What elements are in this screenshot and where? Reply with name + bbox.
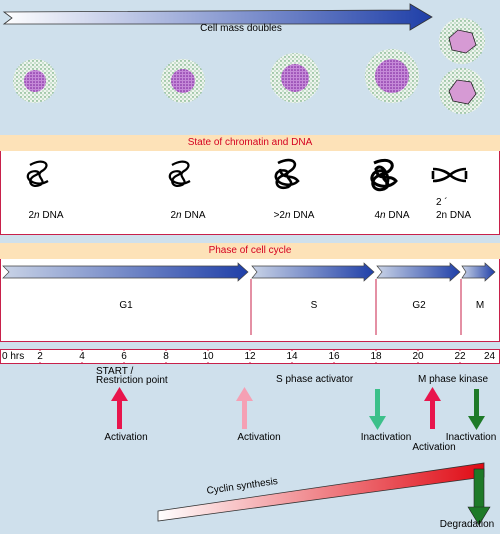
tick-22: 22 <box>454 351 466 362</box>
phase-arrow-m <box>461 262 496 282</box>
chromatin-title: State of chromatin and DNA <box>0 135 500 151</box>
dna-label-4: 4n DNA <box>374 210 410 221</box>
chromatin-graphics <box>26 158 468 192</box>
s-phase-activator-label: S phase activator <box>276 374 354 385</box>
tick-8: 8 <box>163 351 169 362</box>
activation-arrow-m <box>424 387 441 429</box>
cell-mass-graphic <box>2 3 485 114</box>
chromatin-scribble-2 <box>168 160 191 187</box>
chromatin-scribble-1 <box>26 160 49 187</box>
activation-arrow-s <box>236 387 253 429</box>
tick-10: 10 <box>202 351 214 362</box>
cell-4 <box>365 49 419 103</box>
phase-label-g1: G1 <box>119 300 133 311</box>
cell-2 <box>161 59 205 103</box>
chromatin-scribble-3 <box>274 158 300 190</box>
phase-label-g2: G2 <box>412 300 426 311</box>
phase-graphics <box>2 262 496 335</box>
degradation-arrow <box>467 468 491 526</box>
phase-arrow-g1 <box>2 262 249 282</box>
dna-label-5-line2: 2n DNA <box>436 210 472 221</box>
tick-24: 24 <box>484 351 496 362</box>
dna-label-3: >2n DNA <box>273 210 315 221</box>
dna-label-5-line1: 2 ´ <box>436 197 448 208</box>
dna-label-2: 2n DNA <box>170 210 206 221</box>
tick-14: 14 <box>286 351 298 362</box>
activation-label-1: Activation <box>104 432 148 443</box>
cell-5-daughter-bottom <box>439 68 485 114</box>
phase-label-m: M <box>475 300 485 311</box>
activation-label-2: Activation <box>237 432 281 443</box>
cell-5-daughter-top <box>439 18 485 64</box>
regulator-arrows <box>111 387 491 526</box>
cell-3 <box>270 53 320 103</box>
inactivation-arrow-m <box>468 389 485 430</box>
start-label-line1: START / <box>96 366 134 377</box>
tick-20: 20 <box>412 351 424 362</box>
m-phase-kinase-label: M phase kinase <box>418 374 489 385</box>
activation-label-3: Activation <box>412 442 456 453</box>
mitotic-chromosomes <box>431 167 468 183</box>
tick-18: 18 <box>370 351 382 362</box>
inactivation-label-1: Inactivation <box>360 432 412 443</box>
phase-title: Phase of cell cycle <box>0 243 500 259</box>
phase-label-s: S <box>310 300 318 311</box>
cell-mass-arrow <box>2 3 433 31</box>
chromatin-panel <box>0 151 500 235</box>
activation-arrow-start <box>111 387 128 429</box>
cell-mass-label: Cell mass doubles <box>200 23 282 34</box>
tick-0: 0 hrs <box>2 351 25 362</box>
phase-arrow-g2 <box>376 262 461 282</box>
tick-16: 16 <box>328 351 340 362</box>
tick-6: 6 <box>121 351 127 362</box>
chromatin-scribble-4 <box>370 158 398 192</box>
tick-12: 12 <box>244 351 256 362</box>
inactivation-arrow-s <box>369 389 386 430</box>
start-label-line2: Restriction point <box>96 375 168 386</box>
tick-4: 4 <box>79 351 85 362</box>
phase-arrow-s <box>251 262 375 282</box>
dna-label-1: 2n DNA <box>28 210 64 221</box>
inactivation-label-2: Inactivation <box>445 432 497 443</box>
degradation-label: Degradation <box>439 519 495 530</box>
cell-1 <box>13 59 57 103</box>
tick-2: 2 <box>37 351 43 362</box>
